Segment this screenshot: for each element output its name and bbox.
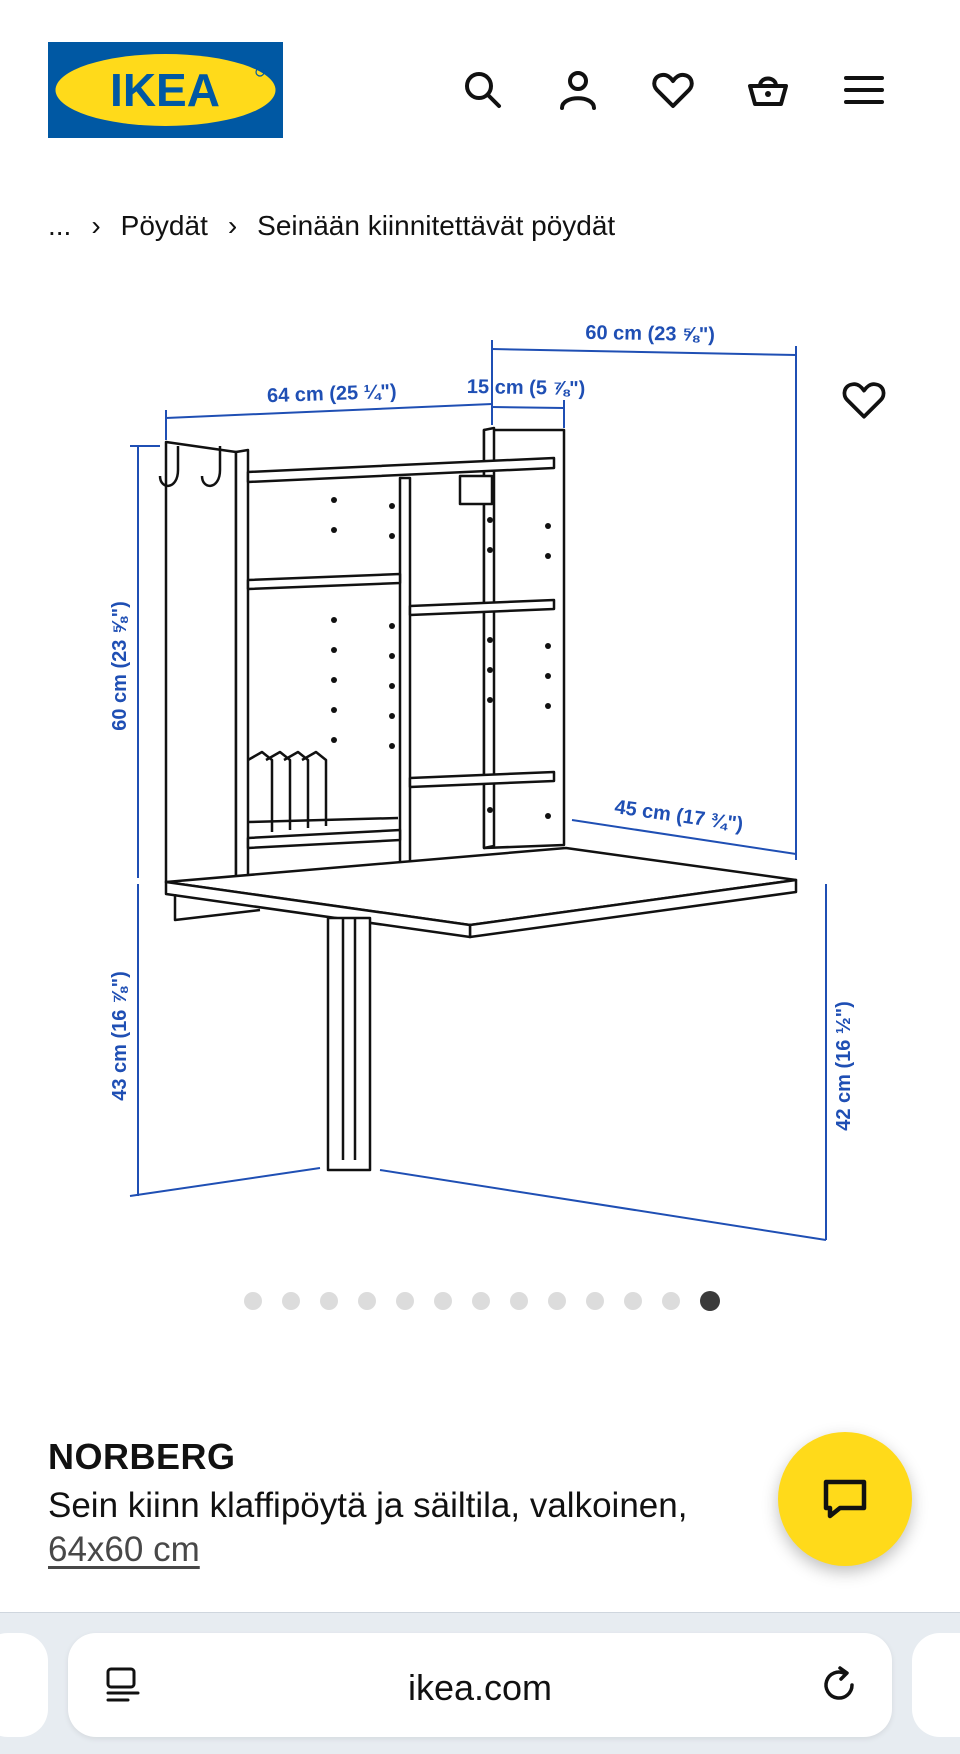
- carousel-dot[interactable]: [472, 1292, 490, 1310]
- carousel-dot[interactable]: [282, 1292, 300, 1310]
- carousel-dot[interactable]: [548, 1292, 566, 1310]
- next-tab[interactable]: [912, 1633, 960, 1737]
- search-button[interactable]: [455, 62, 511, 118]
- breadcrumb: ... › Pöydät › Seinään kiinnitettävät pö…: [48, 204, 615, 248]
- breadcrumb-separator: ›: [227, 210, 238, 241]
- site-header: IKEA: [0, 0, 960, 180]
- favourites-button[interactable]: [645, 62, 701, 118]
- product-info: NORBERG Sein kiinn klaffipöytä ja säilti…: [48, 1436, 908, 1570]
- dimension-label-width-top: 60 cm (23 ⅝"): [585, 322, 715, 346]
- dimension-label-height-lower-right: 42 cm (16 ½"): [833, 1001, 855, 1131]
- menu-button[interactable]: [836, 62, 892, 118]
- browser-toolbar: ikea.com: [0, 1612, 960, 1754]
- reload-icon[interactable]: [818, 1663, 862, 1707]
- reader-mode-icon[interactable]: [104, 1665, 144, 1705]
- dimension-label-height-upper: 60 cm (23 ⅝"): [109, 601, 131, 731]
- carousel-dot[interactable]: [434, 1292, 452, 1310]
- basket-button[interactable]: [740, 62, 796, 118]
- carousel-dot[interactable]: [700, 1291, 720, 1311]
- breadcrumb-item-wall-tables[interactable]: Seinään kiinnitettävät pöydät: [257, 210, 616, 241]
- product-description: Sein kiinn klaffipöytä ja säiltila, valk…: [48, 1486, 688, 1525]
- menu-icon: [844, 76, 884, 104]
- dimension-label-depth-side: 15 cm (5 ⅞"): [467, 376, 586, 400]
- basket-icon: [748, 76, 788, 106]
- carousel-dot[interactable]: [320, 1292, 338, 1310]
- search-icon: [465, 72, 501, 108]
- dimension-label-width-front: 64 cm (25 ¼"): [267, 381, 397, 408]
- previous-tab[interactable]: [0, 1633, 48, 1737]
- carousel-dot[interactable]: [662, 1292, 680, 1310]
- product-name: NORBERG: [48, 1436, 236, 1477]
- user-icon: [560, 71, 596, 110]
- carousel-dot[interactable]: [624, 1292, 642, 1310]
- url-text: ikea.com: [407, 1667, 553, 1708]
- carousel-dot[interactable]: [586, 1292, 604, 1310]
- chat-button[interactable]: [778, 1432, 912, 1566]
- carousel-dot[interactable]: [358, 1292, 376, 1310]
- account-button[interactable]: [550, 62, 606, 118]
- address-bar[interactable]: ikea.com: [68, 1633, 892, 1737]
- ikea-logo[interactable]: IKEA: [48, 42, 283, 138]
- breadcrumb-separator: ›: [91, 210, 101, 241]
- product-dimension-drawing[interactable]: 60 cm (23 ⅝") 64 cm (25 ¼") 15 cm (5 ⅞")…: [96, 300, 856, 1260]
- image-carousel-indicators: [0, 1291, 960, 1311]
- carousel-dot[interactable]: [244, 1292, 262, 1310]
- breadcrumb-item-poydat[interactable]: Pöydät: [120, 210, 208, 241]
- carousel-dot[interactable]: [510, 1292, 528, 1310]
- dimension-label-height-lower-left: 43 cm (16 ⅞"): [109, 971, 131, 1101]
- carousel-dot[interactable]: [396, 1292, 414, 1310]
- add-to-favourites-button[interactable]: [836, 372, 892, 428]
- heart-icon: [652, 72, 694, 108]
- breadcrumb-ellipsis[interactable]: ...: [48, 210, 72, 241]
- logo-text: IKEA: [110, 64, 220, 116]
- chat-icon: [823, 1479, 867, 1519]
- product-size-link[interactable]: 64x60 cm: [48, 1530, 200, 1569]
- heart-icon: [842, 382, 886, 419]
